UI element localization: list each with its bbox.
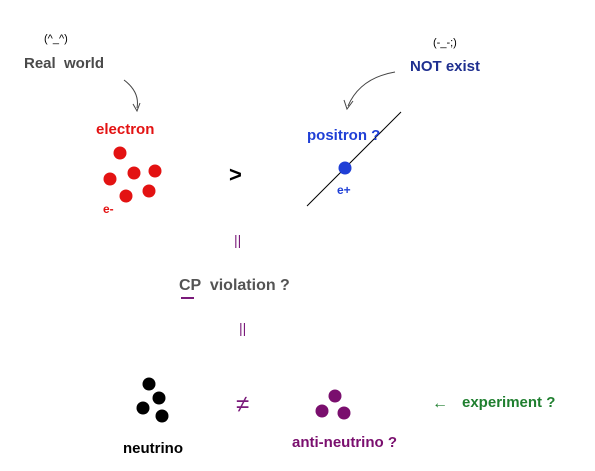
- not-exist-emoticon: (-_-;): [433, 37, 457, 49]
- electron-symbol: e-: [103, 202, 114, 216]
- experiment-label: experiment ?: [462, 394, 556, 411]
- anti-neutrino-dot: [315, 404, 329, 418]
- equivalence-sign-lower: ||: [239, 320, 247, 336]
- greater-than-sign: >: [229, 162, 242, 187]
- arrowhead-real-world: [132, 102, 141, 113]
- not-exist-label: NOT exist: [410, 58, 481, 75]
- not-equal-sign: ≠: [236, 391, 250, 418]
- neutrino-label: neutrino: [123, 440, 183, 457]
- electron-dot: [103, 172, 117, 186]
- anti-neutrino-dot: [337, 406, 351, 420]
- left-arrow-icon: ←: [432, 395, 448, 412]
- neutrino-cluster: [136, 377, 169, 423]
- neutrino-dot: [152, 391, 166, 405]
- electron-dot: [142, 184, 156, 198]
- neutrino-dot: [136, 401, 150, 415]
- anti-neutrino-dot: [328, 389, 342, 403]
- positron-label: positron ?: [307, 127, 381, 144]
- electron-dot: [113, 146, 127, 160]
- real-world-label: Real world: [24, 55, 105, 72]
- anti-neutrino-cluster: [315, 389, 351, 420]
- positron-dot: [338, 161, 352, 175]
- arrow-not-exist-to-positron: [347, 71, 396, 107]
- arrow-real-world-to-electron: [123, 79, 138, 109]
- anti-neutrino-label: anti-neutrino ?: [292, 434, 397, 451]
- positron-worldline: [306, 111, 402, 207]
- electron-cluster: [103, 146, 162, 203]
- arrowhead-not-exist: [343, 99, 354, 111]
- neutrino-dot: [142, 377, 156, 391]
- electron-dot: [148, 164, 162, 178]
- electron-dot: [119, 189, 133, 203]
- equivalence-sign-upper: ||: [234, 232, 242, 248]
- positron-symbol: e+: [337, 183, 351, 197]
- electron-dot: [127, 166, 141, 180]
- real-world-emoticon: (^_^): [44, 33, 68, 45]
- electron-label: electron: [96, 121, 155, 138]
- cp-violation-label: CP violation ?: [179, 277, 290, 294]
- neutrino-dot: [155, 409, 169, 423]
